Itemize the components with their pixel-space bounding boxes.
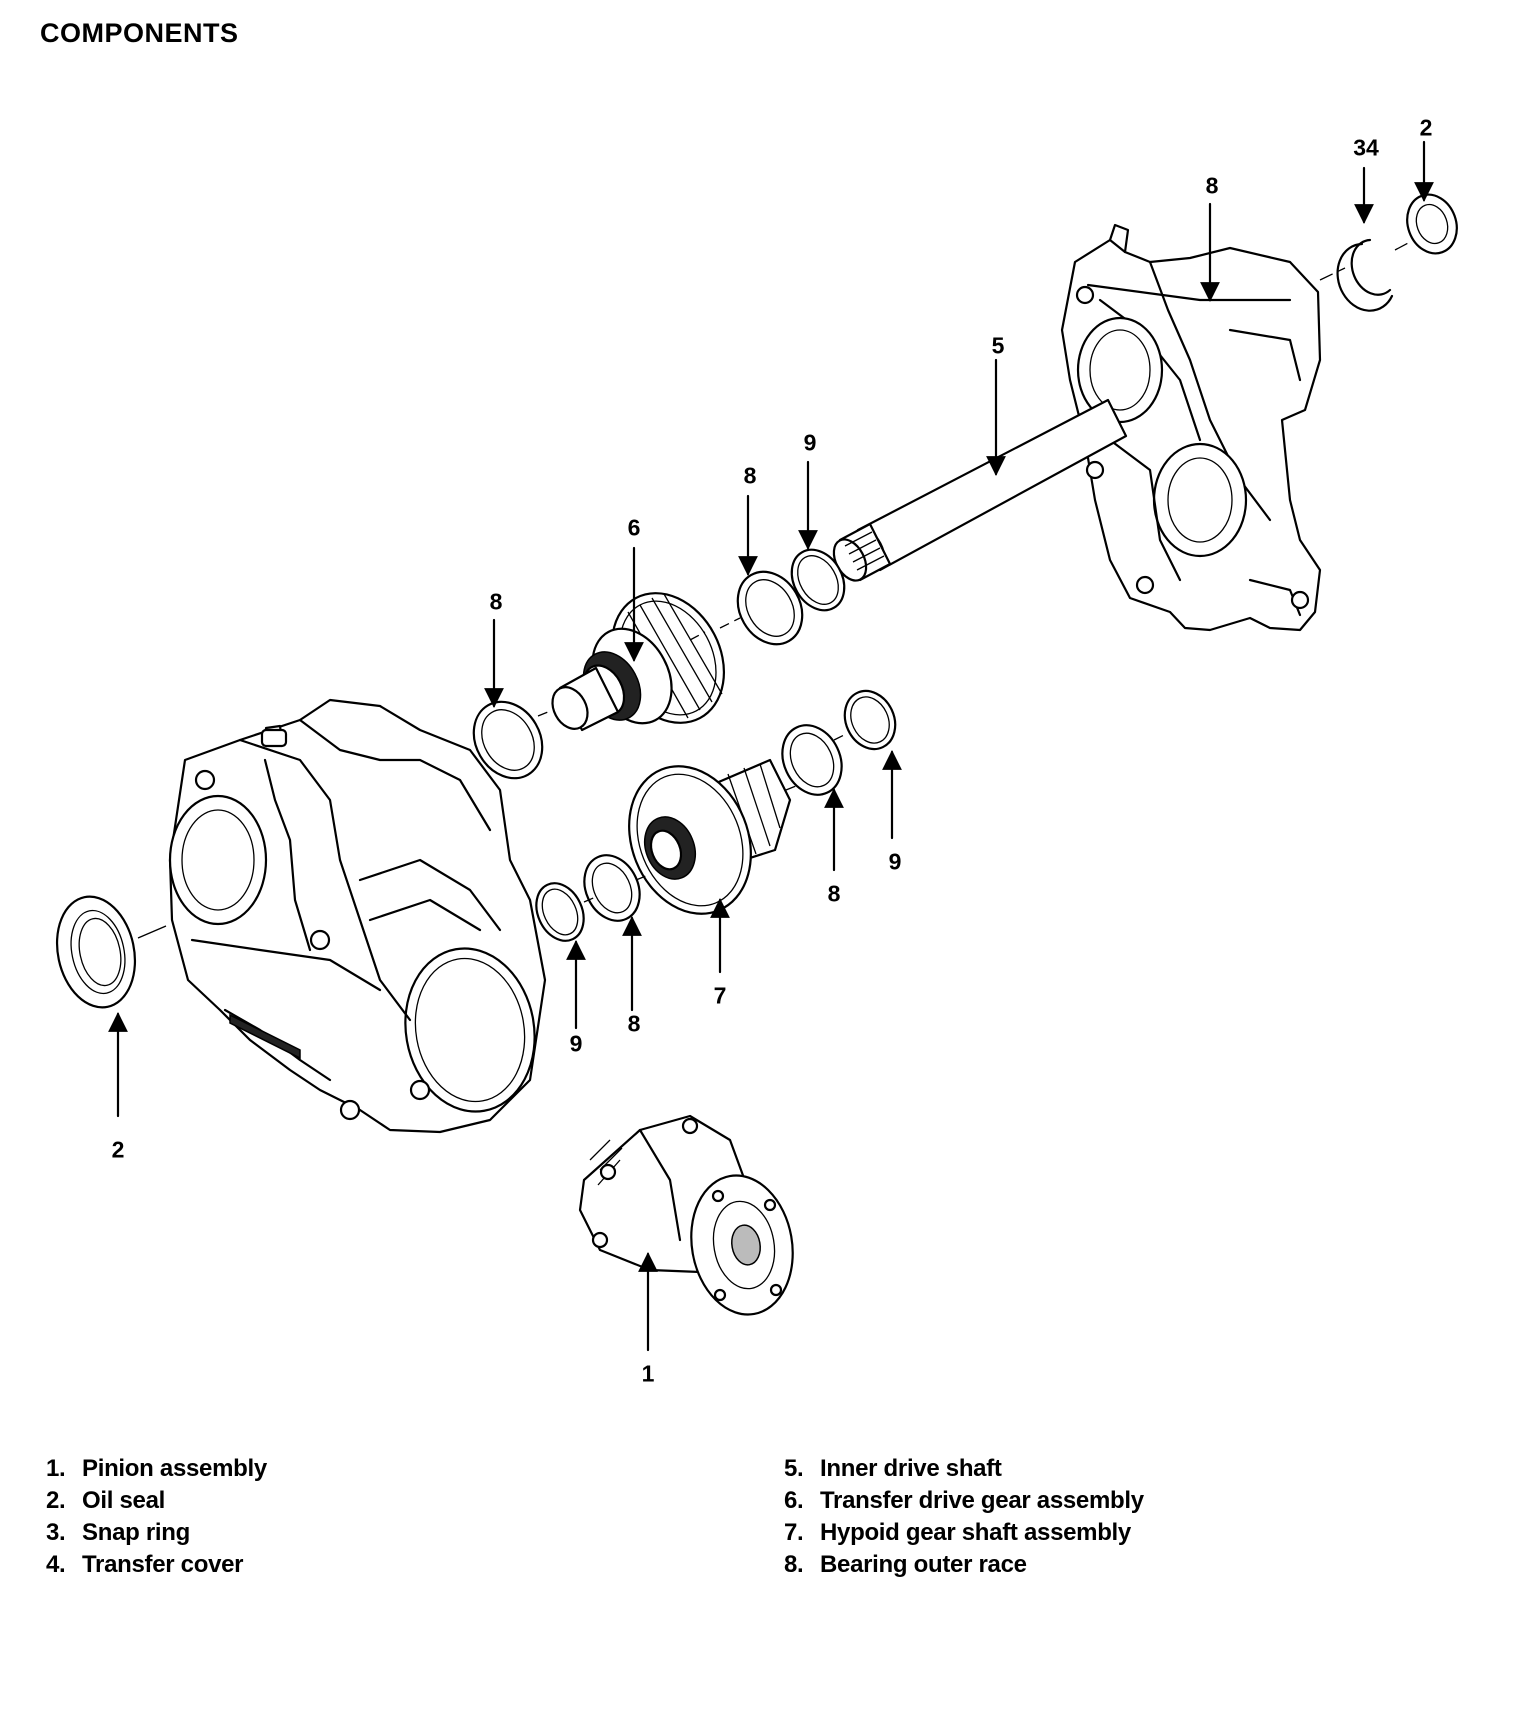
callout-arrows xyxy=(108,140,1434,1352)
legend-label: Transfer drive gear assembly xyxy=(820,1487,1144,1514)
callout-1: 1 xyxy=(641,1360,655,1387)
legend-item: 4. Transfer cover xyxy=(46,1549,267,1581)
snap-ring-top xyxy=(1336,238,1394,312)
callout-8-left: 8 xyxy=(489,588,503,615)
legend-item: 1. Pinion assembly xyxy=(46,1453,267,1485)
legend-item: 3. Snap ring xyxy=(46,1517,267,1549)
legend-item: 6. Transfer drive gear assembly xyxy=(784,1485,1144,1517)
legend-number: 7. xyxy=(784,1519,804,1546)
legend-label: Inner drive shaft xyxy=(820,1455,1002,1482)
legend-label: Snap ring xyxy=(82,1519,190,1546)
page-title: COMPONENTS xyxy=(40,18,239,48)
oil-seal-top xyxy=(1406,193,1458,255)
ring-9-upper xyxy=(790,548,846,612)
transfer-case-housing xyxy=(168,698,547,1134)
legend-right-column: 5. Inner drive shaft 6. Transfer drive gea… xyxy=(784,1453,1144,1581)
ring-9-right xyxy=(843,689,897,751)
legend-item: 8. Bearing outer race xyxy=(784,1549,1144,1581)
legend-number: 3. xyxy=(46,1519,66,1546)
legend-number: 8. xyxy=(784,1551,804,1578)
callout-7: 7 xyxy=(713,982,727,1009)
callout-5: 5 xyxy=(991,332,1005,359)
legend-label: Oil seal xyxy=(82,1487,165,1514)
callout-8-right: 8 xyxy=(827,880,841,907)
callout-2-left: 2 xyxy=(111,1136,125,1163)
legend-label: Pinion assembly xyxy=(82,1455,267,1482)
legend-item: 7. Hypoid gear shaft assembly xyxy=(784,1517,1144,1549)
legend-number: 1. xyxy=(46,1455,66,1482)
legend-number: 5. xyxy=(784,1455,804,1482)
transfer-drive-gear xyxy=(551,592,726,732)
oil-seal-left xyxy=(55,895,137,1009)
legend-number: 2. xyxy=(46,1487,66,1514)
legend-label: Bearing outer race xyxy=(820,1551,1027,1578)
callout-8-upper: 8 xyxy=(743,462,757,489)
callout-9-lower: 9 xyxy=(569,1030,583,1057)
legend-label: Hypoid gear shaft assembly xyxy=(820,1519,1131,1546)
ring-9-lower xyxy=(535,882,585,942)
transfer-housing-right xyxy=(1060,223,1322,632)
legend-left-column: 1. Pinion assembly 2. Oil seal 3. Snap ring… xyxy=(46,1453,267,1581)
callout-8-top: 8 xyxy=(1205,172,1219,199)
legend-item: 2. Oil seal xyxy=(46,1485,267,1517)
callout-9-upper: 9 xyxy=(803,429,817,456)
legend-label: Transfer cover xyxy=(82,1551,244,1578)
callout-9-right: 9 xyxy=(888,848,902,875)
callout-2-top: 2 xyxy=(1419,114,1433,141)
callout-34: 34 xyxy=(1353,134,1379,161)
hypoid-gear-shaft xyxy=(628,758,792,915)
inner-drive-shaft xyxy=(832,398,1128,582)
callout-8-lower: 8 xyxy=(627,1010,641,1037)
legend-item: 5. Inner drive shaft xyxy=(784,1453,1144,1485)
legend-number: 6. xyxy=(784,1487,804,1514)
callout-6: 6 xyxy=(627,514,641,541)
legend-number: 4. xyxy=(46,1551,66,1578)
pinion-assembly xyxy=(578,1114,794,1316)
